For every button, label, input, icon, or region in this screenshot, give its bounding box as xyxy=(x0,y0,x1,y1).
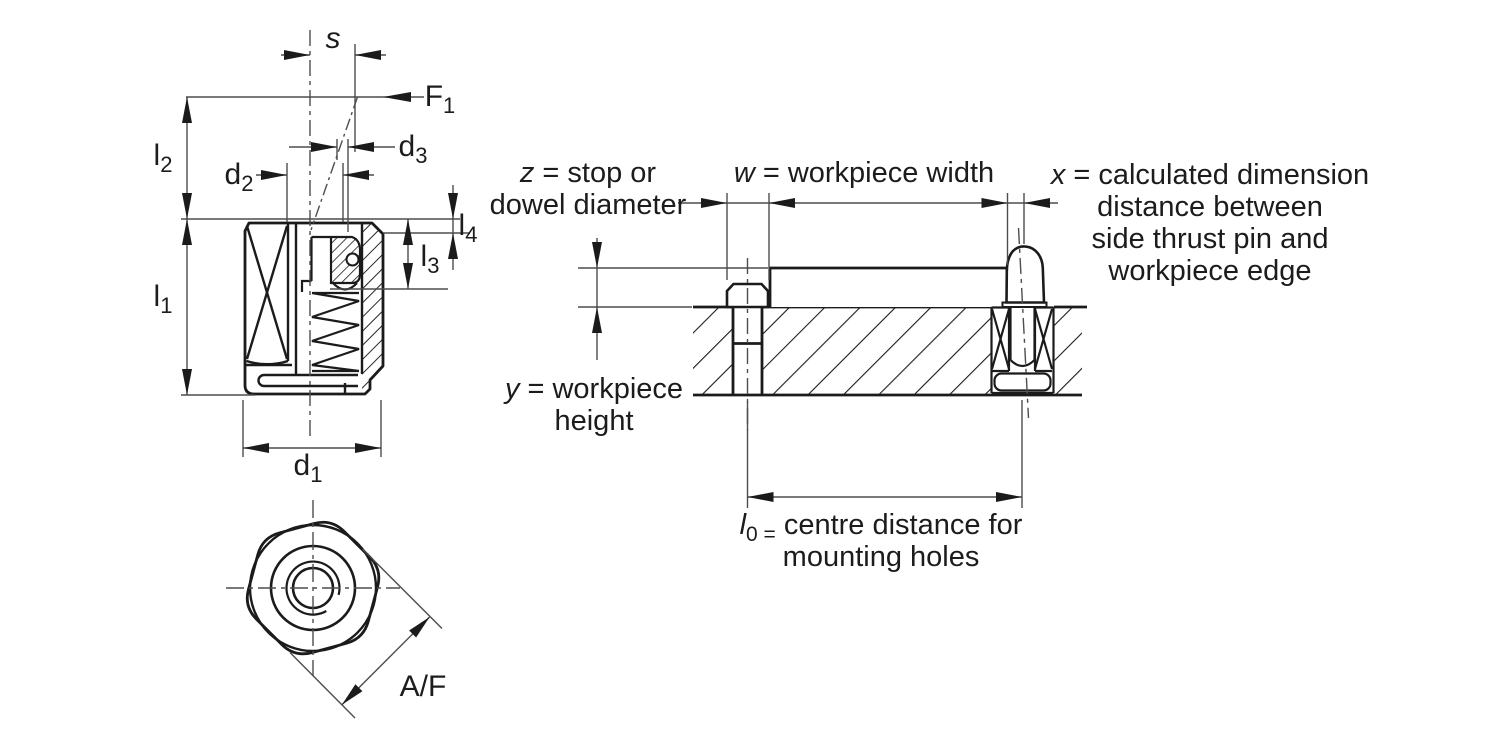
note-stop-dowel-diameter: z= stop or dowel diameter xyxy=(489,157,687,221)
spring-section xyxy=(311,291,360,373)
base-plate-hatch xyxy=(693,307,733,395)
end-view-drawing xyxy=(226,500,443,719)
installation-dimension-arrows xyxy=(592,198,1050,502)
dim-label-af: A/F xyxy=(399,670,447,703)
thread-sleeve-section xyxy=(245,224,292,367)
dim-label-l3: l3 xyxy=(420,240,440,278)
dim-label-d3: d3 xyxy=(398,130,428,168)
section-dimension-arrows xyxy=(182,50,458,453)
installation-drawing xyxy=(578,193,1087,508)
workpiece xyxy=(768,266,1009,307)
dim-label-l2: l2 xyxy=(153,139,173,177)
section-view-drawing xyxy=(181,30,470,457)
installed-side-thrust-pin xyxy=(990,245,1055,395)
note-workpiece-height: y= workpiece height xyxy=(504,373,684,437)
dim-label-d2: d2 xyxy=(224,158,254,196)
pin-and-ball-section xyxy=(300,235,362,292)
screwdriver-slot xyxy=(257,373,358,394)
dim-label-d1: d1 xyxy=(293,449,323,487)
note-workpiece-width: w= workpiece width xyxy=(733,157,995,189)
dim-label-s: s xyxy=(325,22,341,55)
note-calculated-dimension: x= calculated dimension distance between… xyxy=(1050,159,1370,287)
dim-label-l1: l1 xyxy=(153,280,173,318)
note-centre-distance: l0 =centre distance for mounting holes xyxy=(739,509,1023,573)
dim-label-f1: F1 xyxy=(424,80,456,118)
dim-label-l4: l4 xyxy=(458,209,478,247)
